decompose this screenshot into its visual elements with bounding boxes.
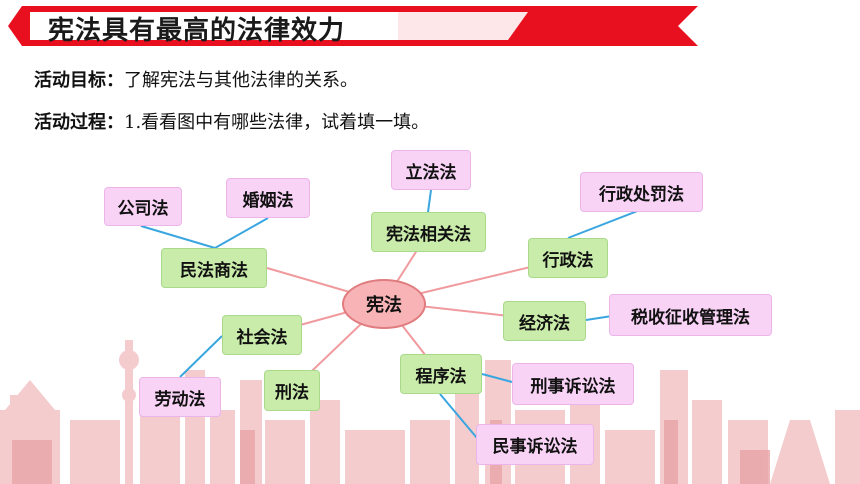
activity-process-text: 1.看看图中有哪些法律，试着填一填。: [124, 112, 430, 133]
banner-ribbon-shape: [8, 6, 698, 46]
node-legislation-law: 立法法: [391, 150, 471, 190]
node-criminal-procedure-law: 刑事诉讼法: [512, 363, 634, 405]
node-social-law: 社会法: [222, 315, 302, 355]
node-labor-law: 劳动法: [139, 377, 221, 417]
node-procedure-law: 程序法: [400, 354, 482, 394]
activity-goal-text: 了解宪法与其他法律的关系。: [124, 70, 358, 91]
connector-tax: [585, 315, 613, 321]
page-title: 宪法具有最高的法律效力: [48, 16, 346, 46]
connector-marriage: [214, 217, 269, 249]
activity-process-line: 活动过程：1.看看图中有哪些法律，试着填一填。: [34, 108, 429, 134]
connector-civil-procedure: [439, 393, 483, 445]
node-civil-commercial-law: 民法商法: [161, 248, 267, 288]
connector-criminal-procedure: [481, 373, 513, 383]
connector-admin-penalty: [567, 209, 641, 239]
title-banner: 宪法具有最高的法律效力: [8, 6, 698, 46]
connector-legislation: [427, 189, 432, 213]
node-company-law: 公司法: [104, 187, 182, 226]
connector-labor: [179, 335, 223, 378]
node-administrative-law: 行政法: [528, 238, 608, 278]
activity-goal-line: 活动目标：了解宪法与其他法律的关系。: [34, 66, 358, 92]
activity-process-label: 活动过程：: [34, 112, 124, 133]
activity-goal-label: 活动目标：: [34, 70, 124, 91]
node-economic-law: 经济法: [503, 301, 586, 341]
node-marriage-law: 婚姻法: [226, 178, 310, 218]
node-tax-administration-law: 税收征收管理法: [609, 294, 772, 336]
node-constitution-related-laws: 宪法相关法: [371, 212, 486, 252]
node-administrative-penalty-law: 行政处罚法: [580, 172, 703, 212]
connector-company: [140, 225, 216, 249]
node-criminal-law: 刑法: [264, 370, 320, 411]
node-civil-procedure-law: 民事诉讼法: [476, 424, 594, 465]
center-node-constitution: 宪法: [342, 279, 426, 329]
